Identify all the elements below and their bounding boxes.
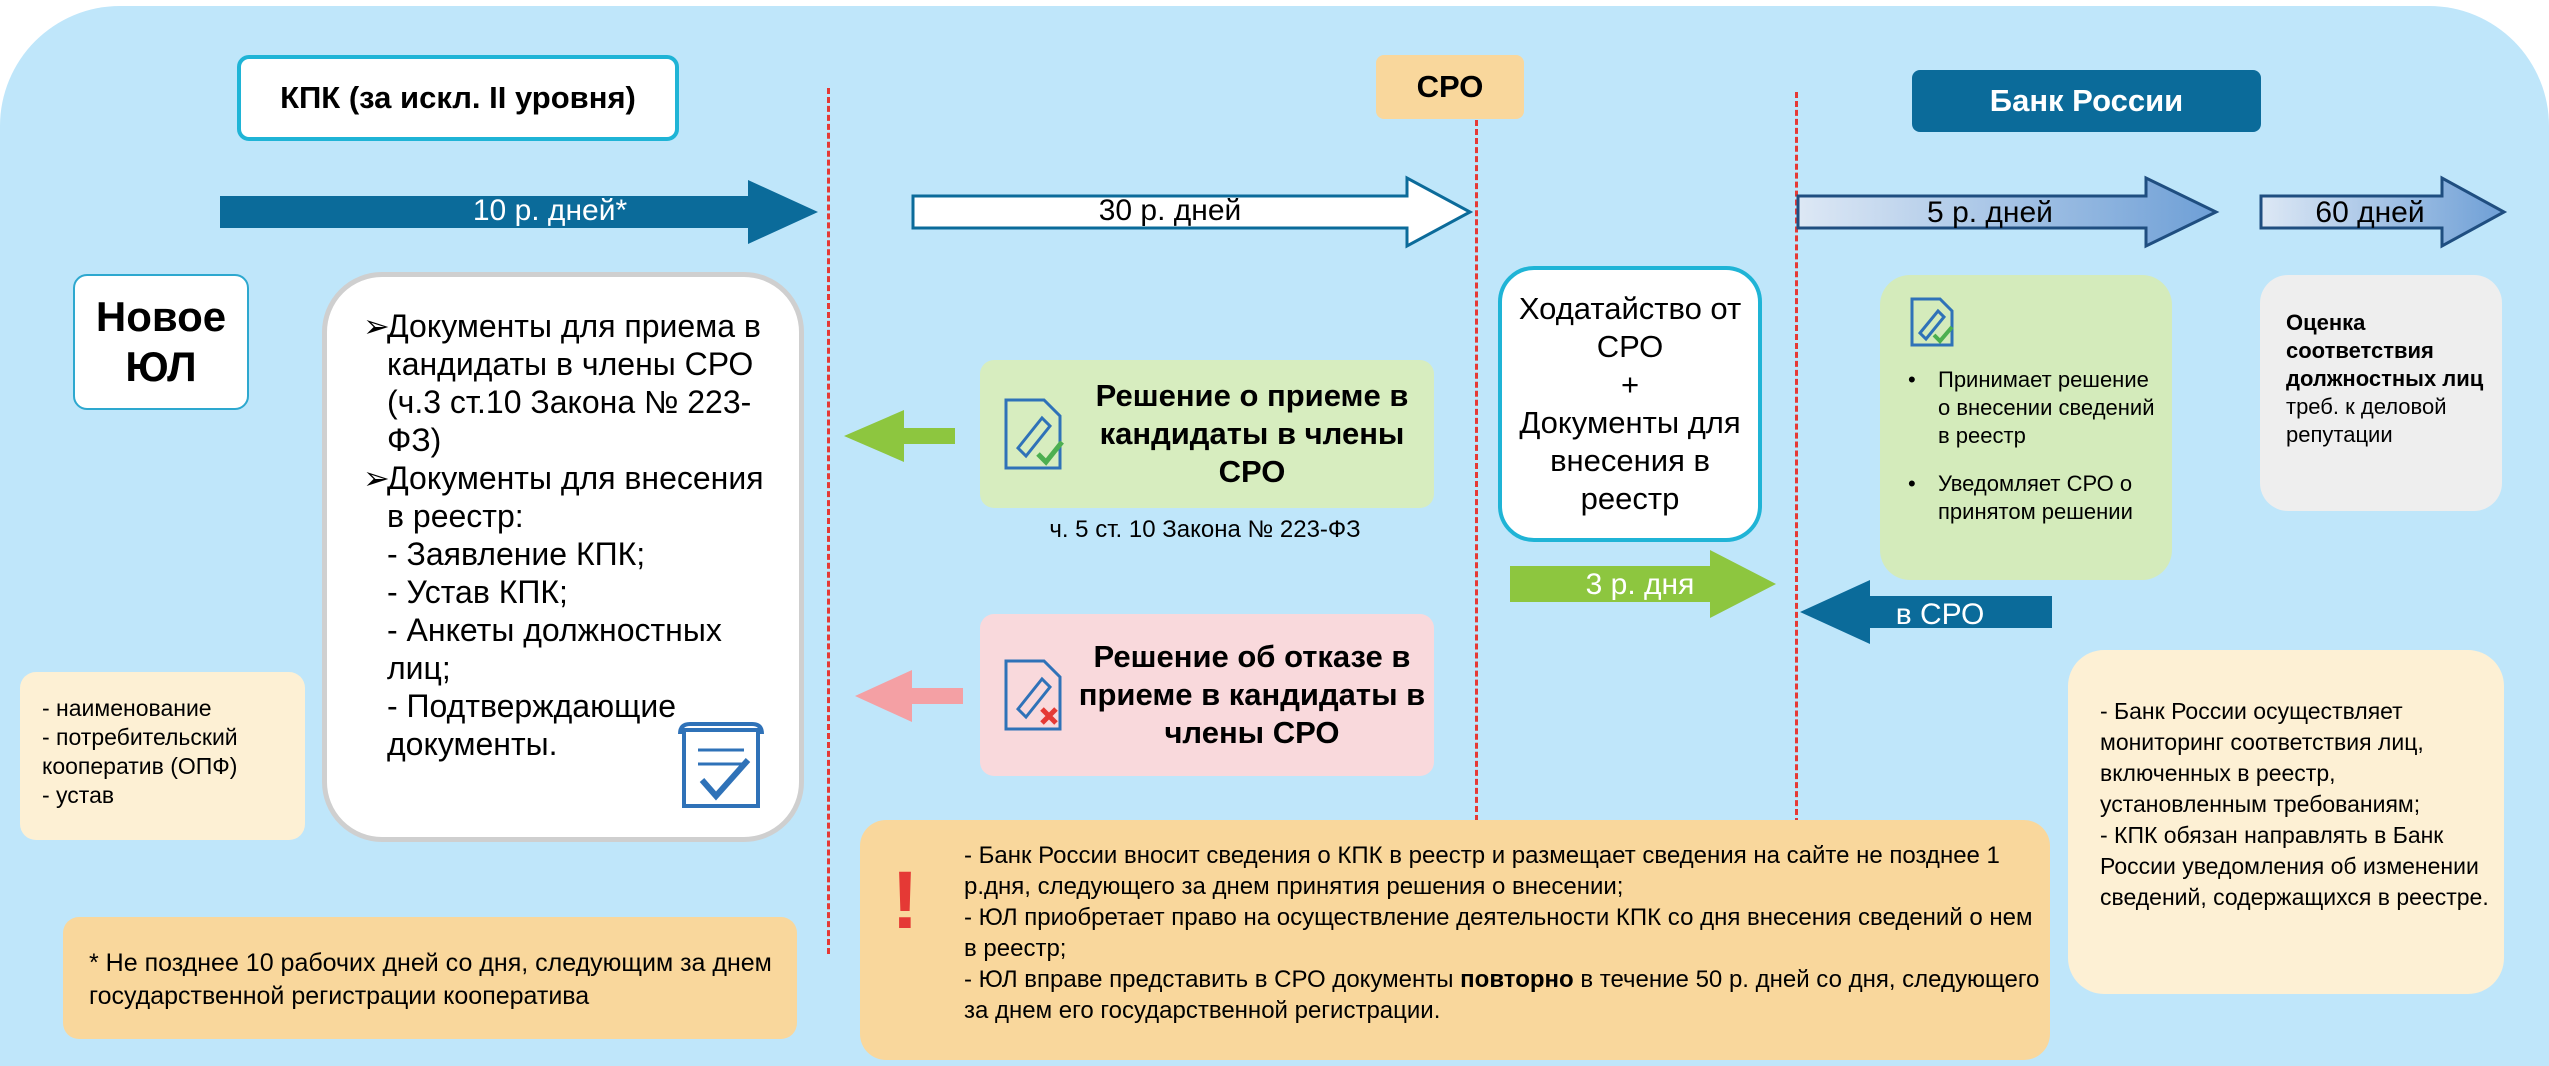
sro-period-arrow	[911, 175, 1474, 249]
petition-plus: +	[1620, 367, 1640, 402]
document-reject-icon	[1004, 659, 1062, 731]
important-p2: - ЮЛ приобретает право на осуществление …	[964, 904, 2033, 962]
documents-bullet: ➢ Документы для приема в кандидаты в чле…	[363, 307, 785, 459]
bullet-marker: ➢	[363, 308, 390, 344]
decision-reject-title: Решение об отказе в приеме в кандидаты в…	[1078, 639, 1426, 750]
checklist-icon	[678, 722, 764, 808]
attribute-item: - устав	[42, 782, 115, 808]
documents-item: - Заявление КПК;	[387, 536, 646, 572]
kpk-period-arrow	[220, 180, 818, 244]
document-edit-icon	[1910, 297, 1954, 347]
important-p3-before: - ЮЛ вправе представить в СРО документы	[964, 966, 1461, 993]
footnote-box: * Не позднее 10 рабочих дней со дня, сле…	[63, 917, 797, 1039]
assess-period-arrow	[2259, 175, 2508, 249]
central-bank-header: Банк России	[1912, 70, 2261, 132]
assess-period-label: 60 дней	[2315, 196, 2425, 229]
cb-actions-box: • Принимает решение о внесении сведений …	[1880, 275, 2172, 580]
bullet-dot: •	[1908, 367, 1916, 392]
cb-action-item: • Уведомляет СРО о принятом решении	[1908, 470, 2156, 526]
decision-accept-title: Решение о приеме в кандидаты в члены СРО	[1095, 378, 1409, 489]
to-sro-arrow	[1800, 580, 2052, 644]
kpk-header: КПК (за искл. II уровня)	[237, 55, 679, 141]
important-p1: - Банк России вносит сведения о КПК в ре…	[964, 842, 2000, 900]
important-p3-after: в течение 50 р. дней со дня, следующего …	[964, 966, 2040, 1024]
sro-period-label: 30 р. дней	[1098, 194, 1242, 227]
important-p3-bold: повторно	[1460, 966, 1574, 993]
separator-kpk-sro	[827, 88, 830, 954]
documents-item: - Подтверждающие документы.	[387, 688, 677, 762]
cb-action-text: Принимает решение о внесении сведений в …	[1938, 367, 2155, 448]
documents-bullet-text: Документы для внесения в реестр:	[387, 460, 764, 534]
separator-sro-center	[1475, 120, 1478, 830]
assessment-text: треб. к деловой репутации	[2286, 394, 2447, 447]
attribute-item: - наименование	[42, 695, 212, 721]
document-check-icon	[1004, 398, 1064, 470]
petition-arrow	[1510, 550, 1776, 618]
decision-accept-box: Решение о приеме в кандидаты в члены СРО	[980, 360, 1434, 508]
documents-item: - Анкеты должностных лиц;	[387, 612, 722, 686]
sro-header: СРО	[1376, 55, 1524, 119]
monitoring-box: - Банк России осуществляет мониторинг со…	[2068, 650, 2504, 994]
monitoring-p2: - КПК обязан направлять в Банк России ув…	[2100, 822, 2489, 910]
attributes-box: - наименование - потребительский коопера…	[20, 672, 305, 840]
documents-item: - Устав КПК;	[387, 574, 568, 610]
to-sro-label: в СРО	[1895, 598, 1985, 631]
important-note-box: ! - Банк России вносит сведения о КПК в …	[860, 820, 2050, 1060]
petition-line1: Ходатайство от СРО	[1518, 291, 1742, 364]
cb-action-item: • Принимает решение о внесении сведений …	[1908, 366, 2156, 450]
new-entity-box: Новое ЮЛ	[73, 274, 249, 410]
attribute-item: - потребительский кооператив (ОПФ)	[42, 724, 238, 779]
separator-sro-cb	[1795, 92, 1798, 824]
decision-reject-box: Решение об отказе в приеме в кандидаты в…	[980, 614, 1434, 776]
kpk-period-label: 10 р. дней*	[472, 194, 628, 227]
cb-action-text: Уведомляет СРО о принятом решении	[1938, 471, 2133, 524]
back-arrow-green	[844, 410, 955, 462]
bullet-dot: •	[1908, 471, 1916, 496]
cb-period-arrow	[1796, 175, 2220, 249]
monitoring-p1: - Банк России осуществляет мониторинг со…	[2100, 698, 2424, 817]
documents-bullet: ➢ Документы для внесения в реестр:	[363, 459, 785, 535]
assessment-title: Оценка соответствия должностных лиц	[2286, 310, 2484, 391]
petition-box: Ходатайство от СРО + Документы для внесе…	[1498, 266, 1762, 542]
documents-bullet-text: Документы для приема в кандидаты в члены…	[387, 308, 761, 458]
bullet-marker: ➢	[363, 460, 390, 496]
back-arrow-pink	[855, 670, 963, 722]
exclamation-icon: !	[891, 855, 919, 946]
assessment-box: Оценка соответствия должностных лиц треб…	[2260, 275, 2502, 511]
important-p3: - ЮЛ вправе представить в СРО документы …	[964, 964, 2040, 1026]
petition-period-label: 3 р. дня	[1585, 568, 1695, 601]
decision-accept-note: ч. 5 ст. 10 Закона № 223-ФЗ	[1049, 516, 1361, 543]
petition-line2: Документы для внесения в реестр	[1519, 405, 1741, 516]
cb-period-label: 5 р. дней	[1927, 196, 2053, 229]
